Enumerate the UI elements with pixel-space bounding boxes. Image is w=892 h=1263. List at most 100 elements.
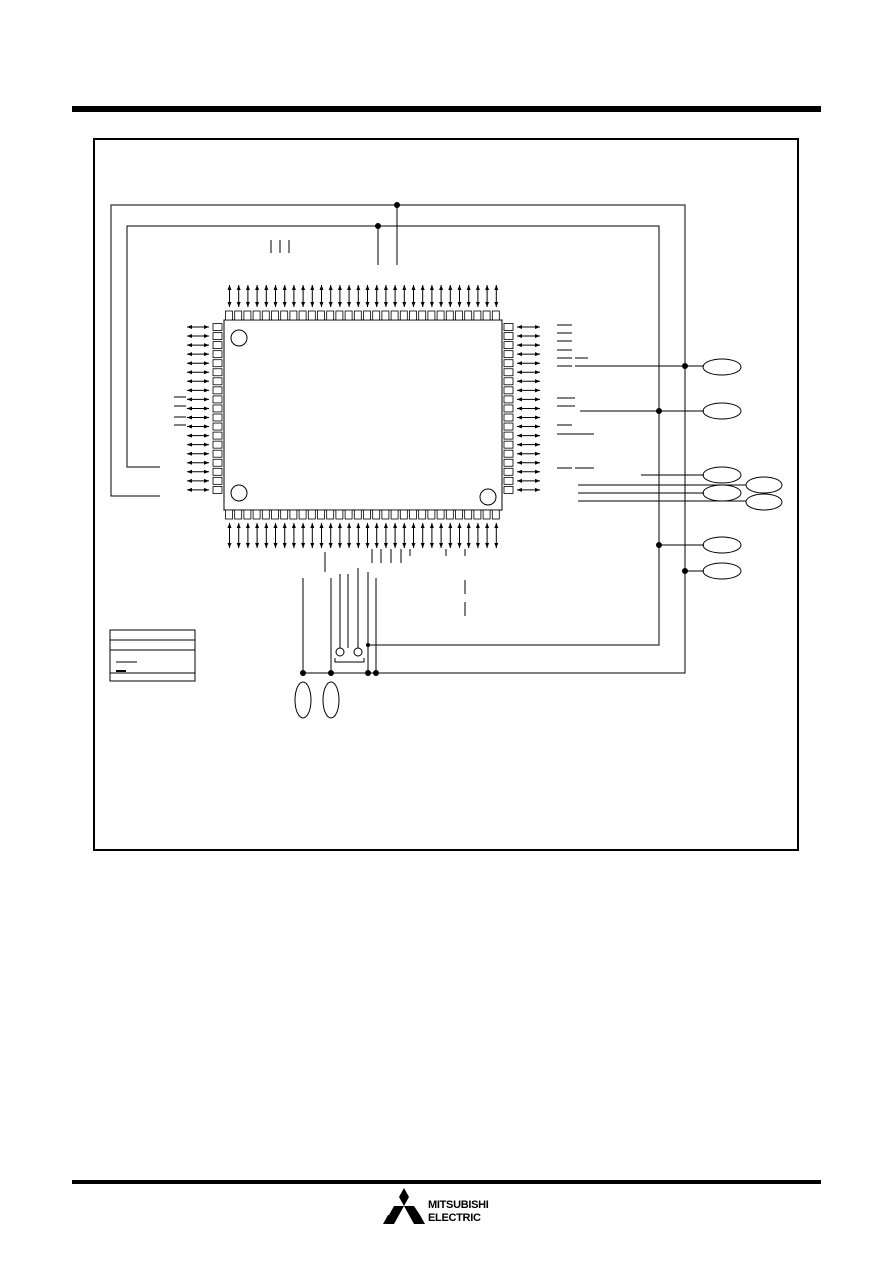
pin-pad (418, 509, 427, 520)
pin-pad (409, 310, 417, 321)
brand-line1: MITSUBISHI (428, 1199, 489, 1211)
pin-pad (280, 509, 289, 520)
pin-pad (280, 310, 289, 321)
pin-pad (473, 509, 482, 520)
pin-pad (503, 422, 514, 431)
pin-pad (503, 485, 514, 494)
pin-pad (445, 509, 454, 520)
connector-oval (702, 484, 742, 502)
junction-dot (328, 670, 334, 676)
pin-pad (445, 310, 454, 321)
pin-pad (390, 509, 399, 520)
connector-oval (702, 358, 742, 376)
pin-pad (212, 386, 223, 395)
pin-pad (503, 440, 514, 449)
pin-pad (503, 368, 514, 377)
pin-pad (491, 310, 500, 321)
pin-pad (252, 310, 261, 321)
pin-pad (464, 509, 473, 520)
pin-pad (503, 386, 514, 395)
pin-pad (326, 509, 335, 520)
pin-pad (289, 509, 298, 520)
connector-oval (702, 536, 742, 554)
pin-pad (363, 509, 371, 520)
index-marker-right (479, 488, 497, 506)
wire-inner-loop (126, 225, 660, 646)
pin-pad (261, 509, 270, 520)
junction-dot (365, 670, 371, 676)
mitsubishi-logo-icon (383, 1188, 425, 1224)
pin-pad (482, 310, 491, 321)
pins-top (225, 285, 500, 321)
pin-pad (212, 431, 223, 440)
header-rule (72, 106, 821, 112)
pin-pad (399, 509, 408, 520)
pin-pad (317, 310, 325, 321)
pin-pad (307, 310, 316, 321)
pin-pad (372, 509, 381, 520)
pin-pad (234, 310, 243, 321)
pin-pad (455, 310, 463, 321)
connector-oval (322, 681, 340, 719)
pin-pad (409, 509, 417, 520)
legend-box (109, 629, 196, 682)
pin-pad (363, 310, 371, 321)
pin-pad (503, 332, 514, 340)
pin-pad (503, 395, 514, 404)
pin-pad (503, 377, 514, 386)
connector-oval (702, 466, 742, 484)
pin-pad (212, 395, 223, 404)
pin-pad (271, 509, 279, 520)
junction-dot (656, 542, 662, 548)
pin-pad (212, 440, 223, 449)
junction-dot (682, 568, 688, 574)
pin-pad (212, 332, 223, 340)
junction-dot (375, 223, 381, 229)
diagram-frame (93, 138, 799, 851)
pin-pad (212, 485, 223, 494)
connector-oval (702, 562, 742, 580)
pin-pad (307, 509, 316, 520)
pin-pad (212, 359, 223, 368)
brand-name: MITSUBISHI ELECTRIC (428, 1199, 489, 1225)
left-label-marks (174, 396, 186, 426)
pin-pad (225, 310, 233, 321)
pin-pad (212, 350, 223, 359)
pin-pad (482, 509, 491, 520)
junction-dot (682, 363, 688, 369)
pin-pad (418, 310, 427, 321)
pin-pad (381, 310, 390, 321)
junction-dot (656, 408, 662, 414)
pin-pad (503, 449, 514, 458)
pin-pad (212, 341, 223, 350)
pin-pad (212, 476, 223, 485)
chip-body (223, 319, 503, 511)
pin-pad (298, 509, 307, 520)
junction-dot (300, 670, 306, 676)
pin-pad (503, 476, 514, 485)
pin-pad (271, 310, 279, 321)
pin-pad (212, 467, 223, 476)
connector-oval (745, 476, 783, 494)
pin-pad (212, 449, 223, 458)
connector-oval (745, 493, 783, 511)
crystal-terminal (353, 647, 363, 657)
right-label-marks (557, 324, 594, 469)
pin-pad (298, 310, 307, 321)
brand-line2: ELECTRIC (428, 1212, 481, 1224)
pin-pad (503, 323, 514, 331)
pin-pad (243, 509, 252, 520)
pin-pad (464, 310, 473, 321)
pin-pad (503, 467, 514, 476)
pin-pad (473, 310, 482, 321)
pin-pad (503, 341, 514, 350)
pins-bottom (225, 509, 500, 548)
pin-pad (335, 509, 344, 520)
junction-dot (373, 670, 379, 676)
connector-oval (702, 402, 742, 420)
pin-pad (212, 368, 223, 377)
pin-pad (225, 509, 233, 520)
pins-right (503, 323, 540, 494)
pin-pad (427, 310, 436, 321)
